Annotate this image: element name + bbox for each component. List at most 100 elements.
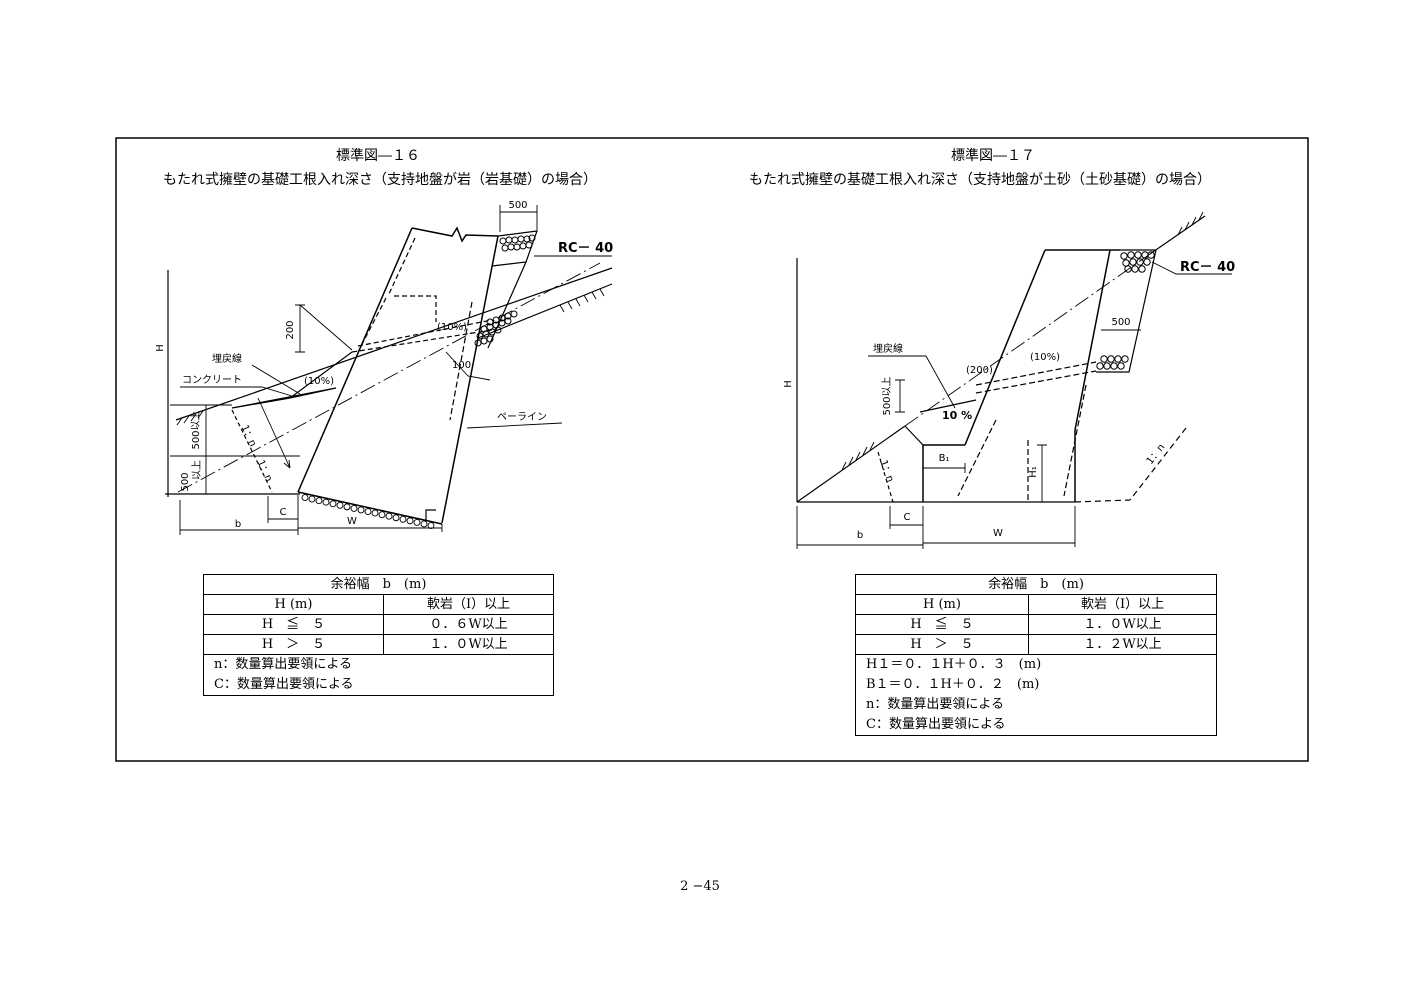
slope-ratio-right-dashed <box>1074 427 1187 503</box>
gravel-stone <box>517 235 525 243</box>
label-b1: B₁ <box>939 453 950 464</box>
diagram-standard-17: RC－ 40 500 埋戻線 (10%) (200) H 500以上 10 % … <box>783 211 1235 549</box>
table-header-row: 余裕幅 b (m) <box>202 574 555 595</box>
label-grade-dashed: (10%) <box>1030 352 1060 363</box>
note-line: C：数量算出要領による <box>214 677 354 692</box>
column-soft-rock: 軟岩（I）以上 <box>1027 594 1218 615</box>
slope-surface-line <box>175 267 613 421</box>
note-line: n：数量算出要領による <box>214 657 352 672</box>
drain-outer-line <box>1096 249 1157 373</box>
gravel-stone <box>498 314 506 322</box>
rc40-leader <box>1151 261 1232 275</box>
excavation-dashed-lines <box>351 237 493 353</box>
gravel-stone <box>1100 355 1108 363</box>
gravel-stone <box>482 330 490 338</box>
gravel-stone <box>1107 355 1115 363</box>
gravel-stone <box>513 243 521 251</box>
table-notes-row: H１＝０．１H＋０．３ (m) B１＝０．１H＋０．２ (m) n：数量算出要領… <box>854 654 1218 736</box>
inner-wall-dashed-line <box>449 301 473 421</box>
dim-c <box>267 496 298 523</box>
label-dim-100: 100 <box>452 360 471 371</box>
label-concrete: コンクリート <box>182 374 242 386</box>
dim-depth-min-2 <box>201 456 211 495</box>
label-dim-top-500: 500 <box>508 200 527 211</box>
slope-surface-lower <box>796 425 906 503</box>
gravel-stone <box>343 503 351 511</box>
gravel-stone <box>494 326 502 334</box>
gravel-drain-top <box>499 234 536 252</box>
note-line: H１＝０．１H＋０．３ (m) <box>866 657 1042 672</box>
slope-hatching-lower <box>841 441 875 471</box>
label-grade-lower: (10%) <box>304 376 334 387</box>
label-dim-b: b <box>235 519 241 530</box>
note-line: n：数量算出要領による <box>866 697 1004 712</box>
gravel-drain-middle <box>474 310 518 347</box>
center-dash-dot-line <box>177 262 601 493</box>
label-depth-min: 500以上 <box>881 376 893 415</box>
figure-16-subtitle: もたれ式擁壁の基礎工根入れ深さ（支持地盤が岩（岩基礎）の場合） <box>163 172 597 188</box>
dim-200-line <box>295 304 353 353</box>
gravel-stone <box>301 494 309 502</box>
gravel-stone <box>1147 251 1155 259</box>
gravel-stone <box>486 318 494 326</box>
right-angle-mark <box>425 509 436 520</box>
grade-dashed-lines <box>975 361 1097 394</box>
gravel-stone <box>499 237 507 245</box>
gravel-stone <box>420 520 428 528</box>
gravel-stone <box>399 515 407 523</box>
table-row: H ≦ ５ ０．６W以上 <box>203 614 555 635</box>
arrow-line <box>257 397 291 469</box>
dim-w <box>298 524 443 532</box>
table-cell: H ＞ ５ <box>203 634 384 655</box>
dim-100-line <box>445 351 491 381</box>
gravel-stone <box>507 243 515 251</box>
label-rc40: RC－ 40 <box>558 241 613 256</box>
gravel-stone <box>1138 265 1146 273</box>
slope-surface-dash-dot <box>904 253 1151 427</box>
gravel-stone <box>427 522 435 529</box>
label-slope-ratio-a: 1：n <box>238 423 258 448</box>
gravel-stone <box>1110 362 1118 370</box>
gravel-stone <box>1124 265 1132 273</box>
inner-dashed-lines <box>957 384 1087 502</box>
gravel-stone <box>488 328 496 336</box>
table-cell: １．２W以上 <box>1027 634 1218 655</box>
dim-top-500 <box>499 205 538 232</box>
label-depth-min: 500以上 <box>190 410 202 449</box>
gravel-stone <box>486 335 494 343</box>
label-grade-upper: (10%) <box>437 322 467 333</box>
gravel-stone <box>1136 258 1144 266</box>
gravel-stone <box>385 512 393 520</box>
label-backfill: 埋戻線 <box>212 352 242 365</box>
label-depth-min2-number: 500 <box>180 472 191 491</box>
gravel-stone <box>1143 258 1151 266</box>
label-dim-w: W <box>347 516 357 527</box>
gravel-stone <box>501 244 509 252</box>
gravel-stone <box>413 518 421 526</box>
label-rc40: RC－ 40 <box>1180 260 1235 275</box>
figure-17-title: 標準図―１７ <box>951 148 1035 164</box>
label-slope-ratio-b: 1：n <box>254 458 274 483</box>
gravel-stone <box>392 514 400 522</box>
rock-surface-line <box>477 283 613 339</box>
rock-foundation-stones <box>301 494 435 529</box>
column-height: H (m) <box>203 594 384 615</box>
gravel-drain-top <box>1120 251 1155 273</box>
gravel-stone <box>322 498 330 506</box>
note-line: B１＝０．１H＋０．２ (m) <box>866 677 1040 692</box>
gravel-stone <box>1134 251 1142 259</box>
gravel-stone <box>504 317 512 325</box>
gravel-stone <box>1120 252 1128 260</box>
wall-back-face <box>441 235 499 524</box>
backfill-leader <box>868 355 956 409</box>
gravel-stone <box>1131 265 1139 273</box>
table-cell: H ＞ ５ <box>855 634 1029 655</box>
diagram-standard-16: 500 RC－ 40 200 H 埋戻線 コンクリート (10%) (10%) … <box>155 200 613 535</box>
gravel-stone <box>480 337 488 345</box>
wall-back-face <box>1074 249 1111 502</box>
gravel-stone <box>336 501 344 509</box>
column-height: H (m) <box>855 594 1029 615</box>
dim-c <box>889 506 923 529</box>
